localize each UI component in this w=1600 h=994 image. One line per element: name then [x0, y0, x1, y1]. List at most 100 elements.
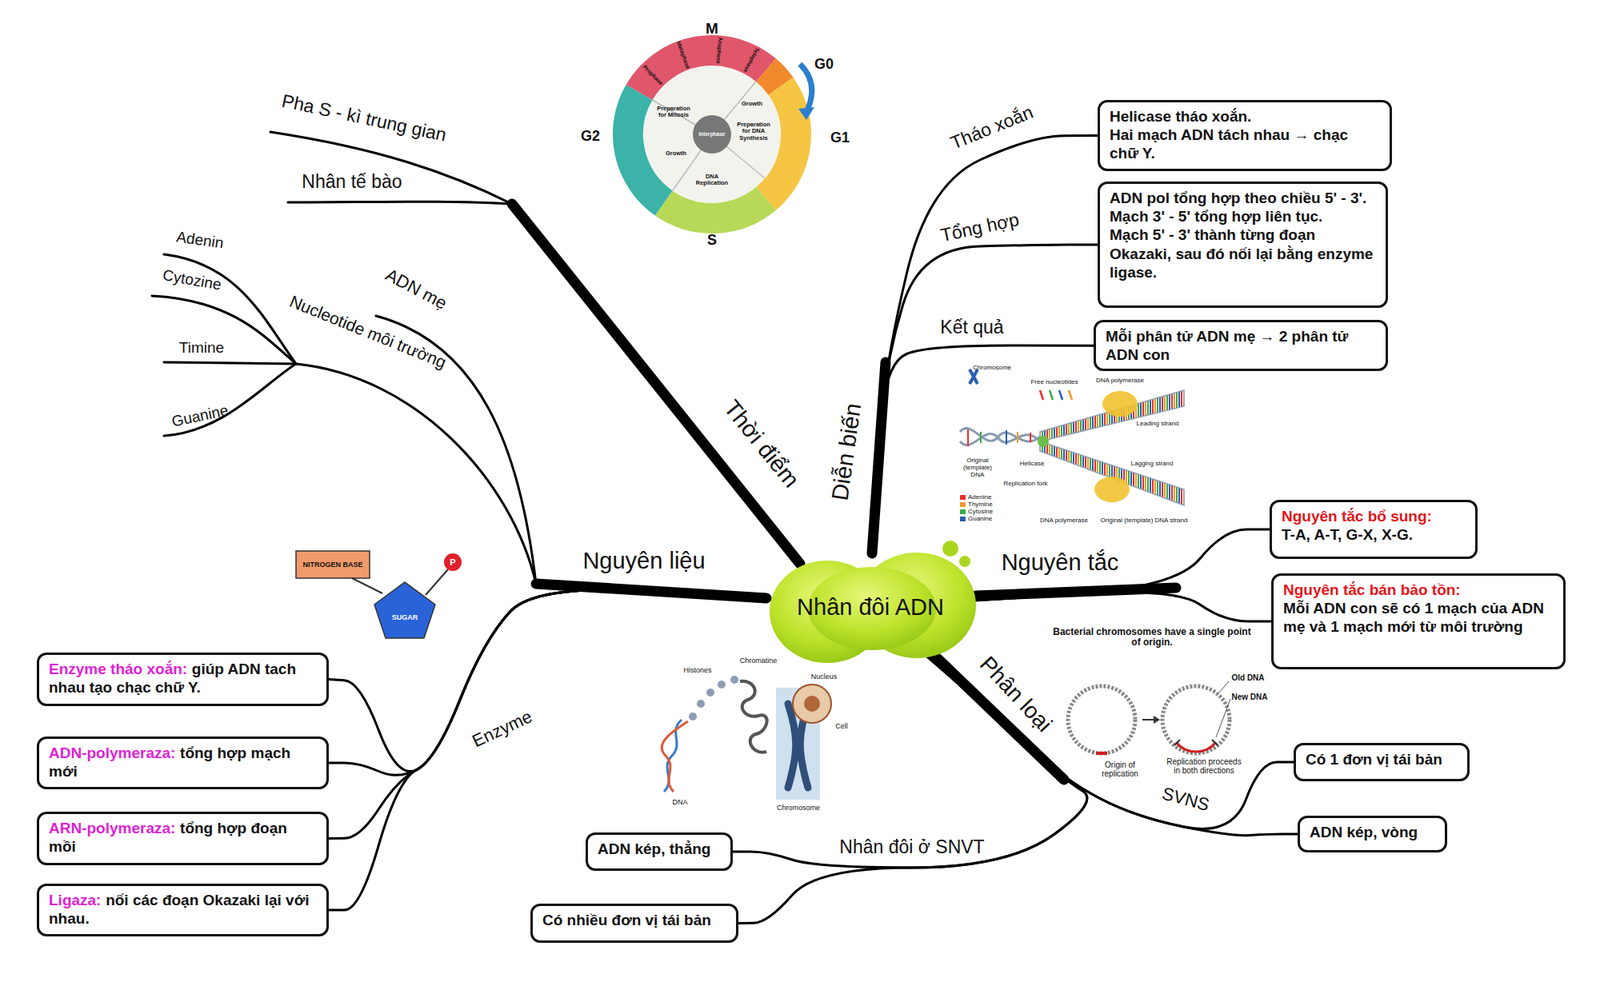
chromatin-figure: [717, 680, 726, 689]
replication-fork-figure: [960, 369, 1184, 506]
branch-label: Original (template) DNA: [956, 457, 1000, 480]
chromatin-figure: [661, 721, 688, 792]
cell-cycle-figure: [800, 64, 812, 112]
branch-label: Cytozine: [161, 266, 223, 294]
legend-text: Thymine: [968, 500, 993, 508]
note-box: Nguyên tắc bán bảo tồn:Mỗi ADN con sẽ có…: [1271, 573, 1566, 670]
branch-line: [376, 316, 536, 584]
box-text: Có 1 đơn vị tái bản: [1305, 750, 1458, 769]
branch-line: [296, 364, 536, 584]
replication-fork-figure: [1005, 430, 1008, 445]
box-text: ADN kép, vòng: [1309, 823, 1436, 842]
bacterial-figure: [1068, 686, 1136, 754]
box-heading: Ligaza:: [48, 892, 101, 909]
nucleotide-figure: [296, 551, 462, 639]
chromatin-figure: [696, 700, 705, 708]
replication-fork-figure: [1029, 432, 1032, 443]
branch-trunk: [512, 204, 800, 564]
branch-line: [152, 296, 296, 364]
branch-line: [288, 201, 512, 204]
branch-label: Thời điểm: [718, 395, 804, 493]
chromatin-figure: [706, 688, 715, 697]
chromatin-figure: [804, 696, 820, 712]
branch-label: Lagging strand: [1131, 460, 1174, 468]
legend-swatch: [960, 516, 966, 522]
branch-label: Telophase: [742, 46, 761, 74]
box-heading: Enzyme tháo xoắn:: [48, 660, 188, 678]
note-box: Nguyên tắc bổ sung:T-A, A-T, G-X, X-G.: [1269, 500, 1478, 560]
box-text: Nhân đôi ADN: [796, 594, 944, 621]
replication-fork-figure: [1040, 390, 1044, 400]
branch-label: P: [449, 557, 456, 568]
box-text: ADN kép, thẳng: [597, 840, 721, 859]
branch-label: Nguyên liệu: [582, 548, 705, 574]
branch-label: ADN mẹ: [382, 265, 451, 315]
branch-label: Interphase: [699, 131, 726, 137]
note-box: Enzyme tháo xoắn:giúp ADN tach nhau tạo …: [36, 652, 329, 707]
note-box: Mỗi phân tử ADN mẹ → 2 phân tử ADN con: [1093, 320, 1388, 372]
bacterial-figure: [1153, 716, 1160, 724]
box-text: Helicase tháo xoắn.: [1109, 107, 1380, 126]
cell-cycle-figure: [766, 86, 797, 200]
legend-text: Guanine: [968, 515, 992, 523]
decor-dot: [959, 556, 971, 568]
replication-fork-figure: [1049, 390, 1053, 400]
box-text: Mạch 3' - 5' tổng hợp liên tục.: [1109, 207, 1376, 226]
branch-label: DNA polymerase: [1040, 517, 1088, 525]
branch-label: Enzyme: [469, 707, 536, 752]
chromatin-figure: [740, 681, 768, 753]
branch-label: SUGAR: [392, 613, 419, 622]
branch-label: Adenin: [175, 228, 225, 252]
nucleotide-figure: [444, 553, 462, 572]
replication-fork-figure: [968, 429, 1031, 447]
box-text: Mạch 5' - 3' thành từng đoạn Okazaki, sa…: [1109, 225, 1376, 282]
branch-connector: [973, 592, 1272, 622]
branch-label: New DNA: [1231, 692, 1268, 702]
branch-connector: [328, 590, 768, 911]
branch-label: Preparation for DNA Synthesis: [733, 121, 774, 142]
note-box: Helicase tháo xoắn.Hai mạch ADN tách nha…: [1097, 100, 1392, 172]
legend-text: Cytosine: [968, 508, 993, 516]
bacterial-figure: [1162, 686, 1230, 754]
branch-connector: [328, 590, 768, 776]
branch-label: DNA polymerase: [1096, 377, 1144, 385]
legend-swatch: [960, 495, 966, 500]
cell-cycle-figure: [628, 50, 815, 219]
branch-label: G0: [814, 56, 834, 72]
branch-label: Histones: [683, 666, 712, 675]
nucleotide-figure: [296, 551, 370, 579]
branch-connector: [872, 345, 1094, 557]
branch-label: G2: [580, 128, 600, 144]
replication-fork-figure: [1040, 390, 1184, 442]
branch-label: Prophase: [641, 64, 664, 87]
branch-line: [270, 132, 512, 204]
legend-swatch: [960, 509, 966, 515]
branch-label: Nhân tế bào: [301, 172, 402, 193]
branch-label: Growth: [741, 100, 763, 108]
branch-connector: [920, 651, 1298, 836]
replication-fork-figure: [1040, 441, 1184, 506]
note-box: ADN kép, thẳng: [585, 832, 733, 872]
chromatin-figure: [688, 676, 739, 721]
bacterial-figure: [1068, 681, 1231, 754]
cell-cycle-figure: [628, 50, 796, 219]
box-text: Mỗi ADN con sẽ có 1 mạch của ADN mẹ và 1…: [1283, 599, 1554, 636]
cell-cycle-figure: [643, 65, 781, 204]
replication-fork-figure: [969, 369, 978, 384]
replication-fork-figure: [1059, 390, 1063, 400]
branch-label: Bacterial chromosomes have a single poin…: [1052, 627, 1252, 649]
branch-label: Leading strand: [1136, 420, 1180, 428]
bacterial-figure: [1096, 752, 1108, 756]
replication-fork-figure: [1016, 432, 1019, 444]
branch-label: Tổng hợp: [939, 209, 1022, 247]
box-text: Hai mạch ADN tách nhau → chạc chữ Y.: [1109, 125, 1380, 163]
branch-label: G1: [830, 129, 850, 146]
legend-row: Thymine: [960, 500, 993, 508]
box-text: Mỗi phân tử ADN mẹ → 2 phân tử ADN con: [1105, 327, 1376, 364]
replication-fork-figure: [967, 429, 969, 447]
branch-label: DNA Replication: [694, 173, 731, 188]
branch-label: Helicase: [1020, 460, 1045, 468]
box-text: T-A, A-T, G-X, X-G.: [1281, 525, 1466, 544]
box-text: ADN pol tổng hợp theo chiều 5' - 3'.: [1109, 188, 1376, 208]
